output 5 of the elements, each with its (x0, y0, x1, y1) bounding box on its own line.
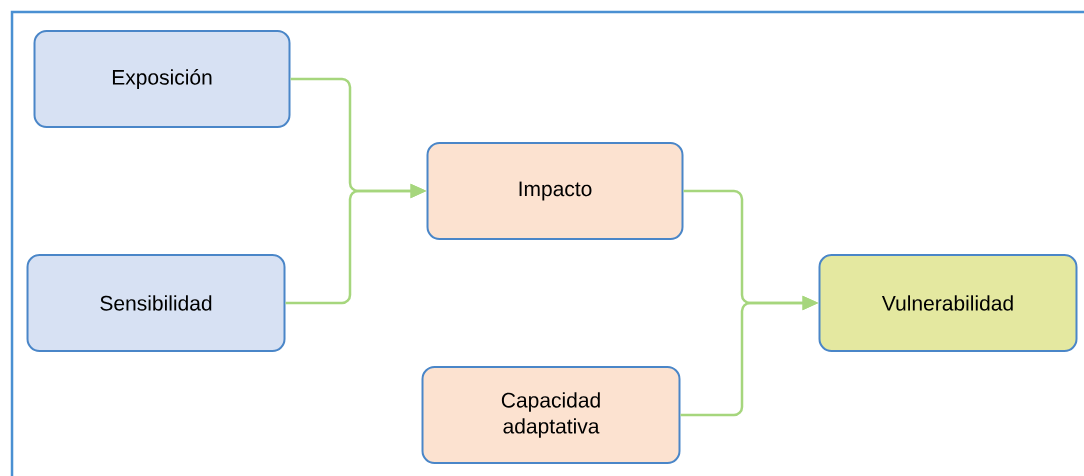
process-box: Exposición (33, 30, 291, 128)
process-box: Sensibilidad (26, 254, 286, 352)
process-box: Impacto (426, 142, 684, 240)
process-box: Capacidad adaptativa (421, 366, 681, 464)
process-box: Vulnerabilidad (818, 254, 1078, 352)
